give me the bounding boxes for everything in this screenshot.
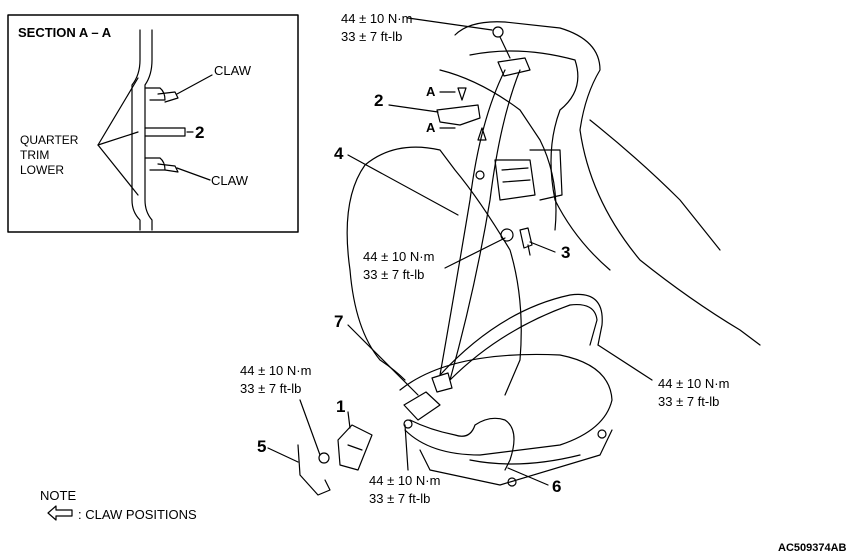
- leader-callout-6: [507, 467, 549, 486]
- belt-lower-anchor: [431, 372, 453, 393]
- belt-webbing-shoulder-2: [449, 69, 521, 381]
- leader-callout-1: [347, 411, 351, 429]
- leader-qtl-3: [97, 144, 139, 196]
- leader-torque-bottom: [404, 424, 409, 471]
- retractor-bracket: [529, 149, 563, 201]
- hollow-left-arrow-icon: [47, 505, 73, 521]
- trim-panel-edge-right: [144, 29, 153, 231]
- claw-label-top: CLAW: [214, 63, 252, 78]
- clip-claw-top: [157, 91, 179, 103]
- retractor-spool: [501, 167, 531, 183]
- quarter-trim-lower-label: QUARTER TRIM LOWER: [20, 133, 79, 177]
- callout-2: 2: [374, 91, 384, 110]
- note-heading: NOTE: [40, 488, 77, 503]
- callout-4: 4: [334, 144, 344, 163]
- retractor-connector: [519, 227, 533, 249]
- torque-mid: 44 ± 10 N·m 33 ± 7 ft-lb: [363, 248, 434, 284]
- note-text: : CLAW POSITIONS: [78, 507, 197, 522]
- torque-right: 44 ± 10 N·m 33 ± 7 ft-lb: [658, 375, 729, 411]
- callout-5: 5: [257, 437, 267, 456]
- torque-bottom: 44 ± 10 N·m 33 ± 7 ft-lb: [369, 472, 440, 508]
- seat-back: [346, 146, 522, 396]
- retractor-harness: [527, 244, 531, 256]
- upper-anchor-bolt: [492, 26, 504, 38]
- seat-back-left-side: [349, 269, 406, 381]
- buckle-bracket: [297, 444, 331, 496]
- torque-left-ftlb: 33 ± 7 ft-lb: [240, 381, 302, 396]
- lower-anchor-bolt: [403, 419, 413, 429]
- section-part-number: 2: [195, 123, 205, 142]
- seat-foot-bolt-2: [507, 477, 517, 487]
- belt-upper-anchor: [497, 57, 531, 77]
- seat-base-detail: [469, 454, 581, 465]
- callout-7: 7: [334, 312, 344, 331]
- torque-right-ftlb: 33 ± 7 ft-lb: [658, 394, 720, 409]
- leader-callout-3: [529, 241, 556, 253]
- bracket-bolt: [318, 452, 330, 464]
- torque-bottom-nm: 44 ± 10 N·m: [369, 473, 441, 488]
- pretensioner-harness: [409, 417, 515, 471]
- torque-left: 44 ± 10 N·m 33 ± 7 ft-lb: [240, 362, 311, 398]
- claw-arrow-bottom: [477, 127, 487, 141]
- callout-3: 3: [561, 243, 571, 262]
- leader-torque-mid: [444, 237, 506, 269]
- leader-claw-bottom: [176, 167, 211, 181]
- retractor-mid-bolt: [500, 228, 514, 242]
- section-inset-frame: [7, 14, 299, 233]
- leader-qtl-1: [97, 77, 139, 146]
- torque-left-nm: 44 ± 10 N·m: [240, 363, 312, 378]
- retractor-bolt: [475, 170, 485, 180]
- section-title: SECTION A – A: [18, 25, 112, 40]
- torque-right-nm: 44 ± 10 N·m: [658, 376, 730, 391]
- retractor-body: [494, 159, 536, 201]
- torque-top-ftlb: 33 ± 7 ft-lb: [341, 29, 403, 44]
- claw-label-bottom: CLAW: [211, 173, 249, 188]
- note-block: NOTE : CLAW POSITIONS: [40, 486, 197, 524]
- body-panel-outline: [454, 21, 761, 346]
- upper-anchor-bolt-shaft: [499, 36, 511, 59]
- section-marker-top: A: [426, 84, 436, 99]
- leader-torque-left: [299, 399, 321, 456]
- leader-callout-5: [267, 447, 299, 463]
- clip-middle: [144, 127, 186, 137]
- figure-code: AC509374AB: [778, 542, 847, 554]
- torque-top: 44 ± 10 N·m 33 ± 7 ft-lb: [341, 10, 412, 46]
- belt-webbing-shoulder: [439, 69, 506, 376]
- body-trim-line: [589, 119, 721, 251]
- leader-torque-right: [597, 344, 653, 381]
- leader-callout-2: [388, 104, 439, 113]
- leader-qtl-2: [97, 131, 139, 146]
- trim-panel-edge-left: [131, 29, 141, 231]
- callout-1: 1: [336, 397, 346, 416]
- leader-torque-top: [407, 17, 493, 31]
- torque-bottom-ftlb: 33 ± 7 ft-lb: [369, 491, 431, 506]
- torque-mid-ftlb: 33 ± 7 ft-lb: [363, 267, 425, 282]
- leader-callout-7: [347, 324, 419, 396]
- buckle-slot: [347, 444, 363, 451]
- section-marker-bottom: A: [426, 120, 436, 135]
- torque-mid-nm: 44 ± 10 N·m: [363, 249, 435, 264]
- belt-webbing-lap-2: [439, 293, 603, 376]
- seat-foot-bolt: [597, 429, 607, 439]
- quarter-trim-clip: [436, 104, 481, 126]
- clip-claw-bottom: [157, 163, 179, 173]
- callout-6: 6: [552, 477, 562, 496]
- leader-claw-top: [176, 74, 213, 95]
- seat-cushion: [399, 353, 613, 456]
- belt-webbing-lap: [449, 303, 598, 381]
- buckle-pretensioner: [403, 391, 441, 421]
- seat-base-rail: [419, 429, 613, 486]
- body-panel-edge: [439, 69, 557, 231]
- torque-top-nm: 44 ± 10 N·m: [341, 11, 413, 26]
- claw-arrow-top: [457, 87, 467, 101]
- leader-callout-4: [347, 154, 459, 216]
- body-panel-inner: [469, 50, 611, 271]
